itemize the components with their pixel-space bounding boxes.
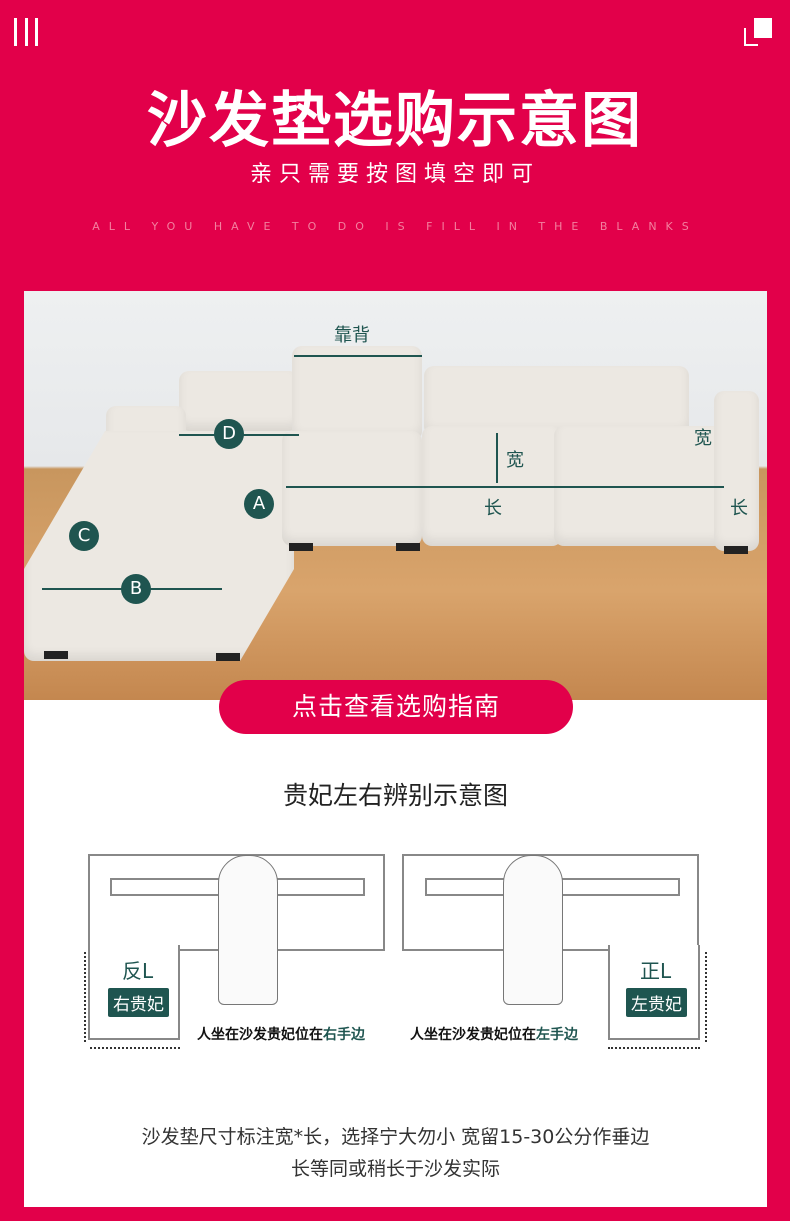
size-note-line2: 长等同或稍长于沙发实际 xyxy=(290,1158,500,1180)
width-label: 宽 xyxy=(506,450,524,471)
page-title: 沙发垫选购示意图 xyxy=(147,86,643,156)
copy-icon[interactable] xyxy=(744,18,772,46)
length-label: 长 xyxy=(484,498,502,519)
marker-b: B xyxy=(121,574,151,604)
arm-width-label: 宽 xyxy=(694,428,712,449)
left-caption: 人坐在沙发贵妃位在右手边 xyxy=(197,1027,365,1043)
sofa-photo: 靠背 长 宽 宽 长 A B C D xyxy=(24,291,767,700)
right-badge: 左贵妃 xyxy=(626,988,687,1017)
diagram-title: 贵妃左右辨别示意图 xyxy=(282,781,508,810)
right-caption: 人坐在沙发贵妃位在左手边 xyxy=(410,1027,578,1043)
arm-length-label: 长 xyxy=(730,498,748,519)
backrest-label: 靠背 xyxy=(334,325,370,346)
marker-a: A xyxy=(244,489,274,519)
english-tagline: ALL YOU HAVE TO DO IS FILL IN THE BLANKS xyxy=(92,220,698,233)
size-note-line1: 沙发垫尺寸标注宽*长，选择宁大勿小 宽留15-30公分作垂边 xyxy=(141,1126,650,1148)
left-badge: 右贵妃 xyxy=(108,988,169,1017)
page-subtitle: 亲只需要按图填空即可 xyxy=(249,162,540,187)
view-guide-button[interactable]: 点击查看选购指南 xyxy=(219,680,573,734)
marker-d: D xyxy=(214,419,244,449)
left-type-label: 反L xyxy=(122,959,154,983)
right-type-label: 正L xyxy=(640,959,672,983)
marker-c: C xyxy=(69,521,99,551)
menu-icon[interactable] xyxy=(14,18,38,46)
